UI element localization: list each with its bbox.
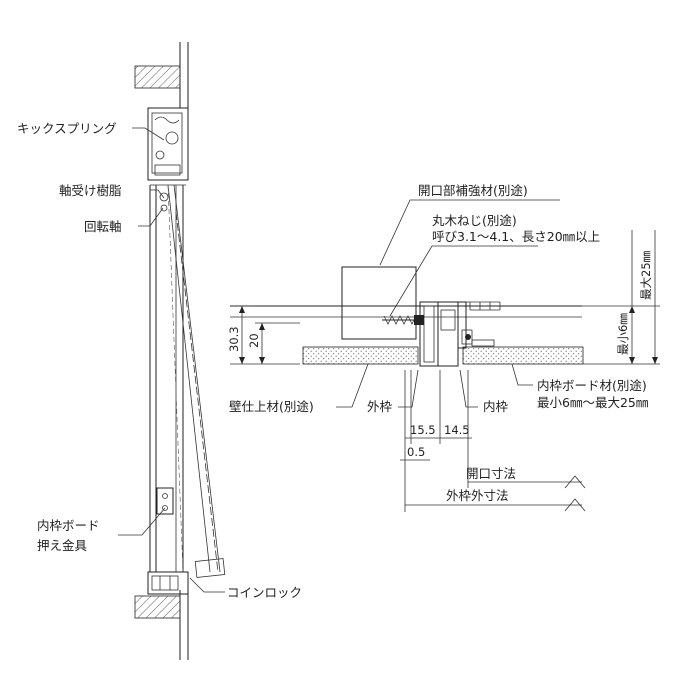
top-hinge-mechanism (147, 107, 189, 212)
label-wood-screw-1: 丸木ねじ(別途) (432, 213, 517, 228)
label-inner-board-2: 最小6㎜～最大25㎜ (537, 395, 649, 410)
label-kick-spring: キックスプリング (17, 121, 117, 136)
opened-panel (167, 184, 226, 578)
label-outer-frame: 外枠 (367, 399, 393, 414)
vertical-section-view: キックスプリング 軸受け樹脂 回転軸 内枠ボード 押え金具 コインロック (17, 42, 302, 660)
board-bracket (156, 487, 174, 515)
inner-board (462, 346, 584, 365)
dim-min-6: 最小6㎜ (616, 313, 630, 355)
left-dimensions (230, 305, 300, 365)
label-rotation-axis: 回転軸 (84, 219, 122, 234)
section-leaders (336, 199, 560, 408)
frame-profile (419, 301, 501, 367)
label-wall-finish: 壁仕上材(別途) (229, 399, 314, 414)
right-dimensions (582, 230, 660, 365)
label-inner-board-1: 内枠ボード材(別途) (537, 378, 647, 393)
coin-lock-mechanism (147, 571, 189, 595)
dim-width-b: 14.5 (444, 423, 470, 437)
label-board-bracket-2: 押え金具 (37, 538, 88, 553)
wood-screw (382, 315, 424, 325)
bottom-dimensions (400, 370, 586, 512)
label-wood-screw-2: 呼び3.1～4.1、長さ20㎜以上 (432, 229, 600, 244)
label-outer-frame-size: 外枠外寸法 (446, 488, 509, 503)
closed-panel (149, 185, 184, 572)
label-bearing-resin: 軸受け樹脂 (59, 183, 122, 198)
left-leaders (118, 127, 225, 593)
dim-height-inner: 20 (247, 333, 261, 348)
dim-offset: 0.5 (407, 445, 425, 459)
label-board-bracket-1: 内枠ボード (37, 518, 100, 533)
dim-max-25: 最大25㎜ (639, 250, 653, 300)
label-opening-size: 開口寸法 (466, 466, 516, 481)
floor-structure (134, 590, 189, 660)
label-inner-frame: 内枠 (483, 399, 509, 414)
dim-width-a: 15.5 (410, 423, 436, 437)
reinforcement-block (341, 266, 417, 340)
ceiling-structure (134, 42, 189, 108)
label-opening-reinforcement: 開口部補強材(別途) (418, 183, 528, 198)
label-coin-lock: コインロック (227, 585, 302, 600)
horizontal-section-view: 30.3 20 最大25㎜ 最小6㎜ 15.5 14.5 (227, 183, 660, 512)
wall-finish-board (302, 346, 419, 365)
dim-height-total: 30.3 (227, 326, 241, 352)
